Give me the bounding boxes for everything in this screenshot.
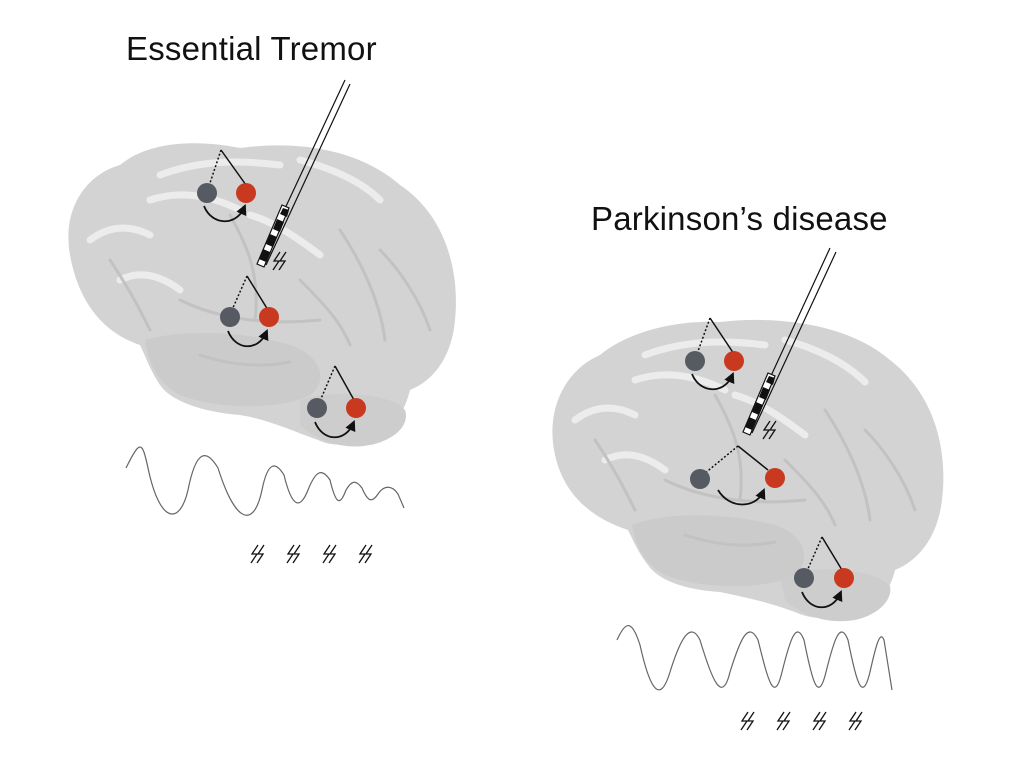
tremor-wave-damped (125, 446, 405, 516)
brain-temporal-lobe (632, 515, 805, 587)
stimulation-bursts (740, 711, 863, 731)
brain-gyri-highlights (571, 336, 869, 474)
panel-essential-tremor (68, 79, 456, 564)
neuron-pair (794, 536, 854, 609)
lightning-icon (848, 711, 863, 731)
brain-gyri-highlights (86, 156, 384, 294)
panel-parkinsons (552, 247, 944, 731)
electrode-icon (256, 79, 351, 268)
electrode-icon (742, 247, 837, 436)
lightning-icon (740, 711, 755, 731)
lightning-icon (776, 711, 791, 731)
stimulation-bursts (250, 544, 373, 564)
lightning-icon (358, 544, 373, 564)
brain-temporal-lobe (145, 333, 321, 407)
brain-sulci (593, 393, 917, 547)
panel-title-parkinsons: Parkinson’s disease (591, 200, 888, 237)
panel-title-essential-tremor: Essential Tremor (126, 30, 377, 67)
neuron-pair (690, 445, 785, 506)
neuron-pair (307, 365, 366, 439)
lightning-icon (812, 711, 827, 731)
lightning-icon (250, 544, 265, 564)
brain-right (552, 319, 944, 622)
neuron-pair (220, 275, 279, 348)
brain-sulci (108, 213, 432, 367)
lightning-icon (286, 544, 301, 564)
neuron-pair (685, 317, 744, 391)
tremor-wave-sustained (616, 625, 893, 691)
brain-left (68, 143, 456, 447)
neuron-pair (197, 149, 256, 223)
lightning-icon (322, 544, 337, 564)
